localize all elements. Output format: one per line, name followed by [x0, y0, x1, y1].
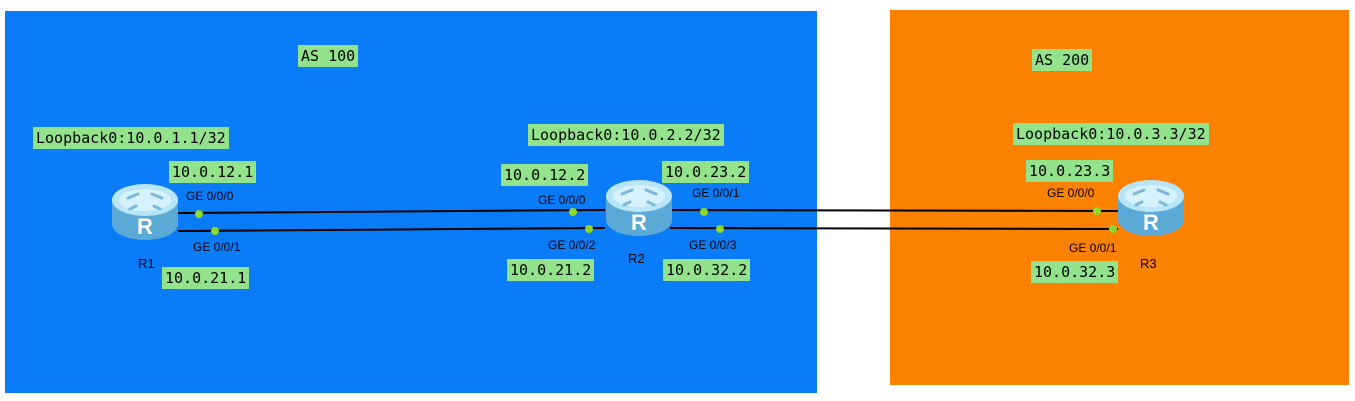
r1-ge000-ip: 10.0.12.1 [169, 161, 257, 183]
r2-name: R2 [628, 251, 645, 266]
r1-ge000-port: GE 0/0/0 [186, 189, 234, 203]
r3-ge000-ip: 10.0.23.3 [1026, 160, 1114, 182]
port-dot-r2-ge001[interactable] [700, 208, 708, 216]
r1-ge001-ip: 10.0.21.1 [162, 267, 250, 289]
link-r2-r3-upper [669, 209, 1119, 212]
router-r2[interactable]: R [604, 178, 674, 240]
port-dot-r2-ge002[interactable] [585, 225, 593, 233]
port-dot-r1-ge000[interactable] [195, 210, 203, 218]
router-r1[interactable]: R [110, 182, 180, 244]
r3-ge001-port: GE 0/0/1 [1069, 241, 1117, 255]
r1-loopback-label: Loopback0:10.0.1.1/32 [33, 127, 229, 149]
svg-text:R: R [631, 210, 647, 235]
r2-ge003-ip: 10.0.32.2 [663, 259, 751, 281]
r2-ge001-port: GE 0/0/1 [692, 186, 740, 200]
r2-ge002-port: GE 0/0/2 [548, 238, 596, 252]
r3-ge001-ip: 10.0.32.3 [1031, 261, 1119, 283]
r2-loopback-label: Loopback0:10.0.2.2/32 [528, 124, 724, 146]
router-icon: R [112, 184, 178, 240]
r2-ge003-port: GE 0/0/3 [689, 238, 737, 252]
r3-loopback-label: Loopback0:10.0.3.3/32 [1013, 123, 1209, 145]
router-icon: R [606, 180, 672, 236]
port-dot-r3-ge000[interactable] [1093, 207, 1101, 215]
port-dot-r1-ge001[interactable] [211, 227, 219, 235]
link-r1-r2-lower [177, 227, 606, 232]
r2-ge002-ip: 10.0.21.2 [507, 259, 595, 281]
r1-name: R1 [138, 256, 155, 271]
r3-ge000-port: GE 0/0/0 [1047, 186, 1095, 200]
svg-text:R: R [137, 214, 153, 239]
port-dot-r2-ge000[interactable] [569, 208, 577, 216]
as200-label: AS 200 [1032, 49, 1093, 71]
r3-name: R3 [1140, 256, 1157, 271]
port-dot-r2-ge003[interactable] [716, 225, 724, 233]
link-r2-r3-lower [669, 227, 1119, 230]
svg-text:R: R [1143, 210, 1159, 235]
router-icon: R [1118, 180, 1184, 236]
r1-ge001-port: GE 0/0/1 [193, 240, 241, 254]
router-r3[interactable]: R [1116, 178, 1186, 240]
r2-ge000-ip: 10.0.12.2 [501, 164, 589, 186]
port-dot-r3-ge001[interactable] [1109, 225, 1117, 233]
r2-ge001-ip: 10.0.23.2 [662, 161, 750, 183]
link-r1-r2-upper [177, 209, 606, 214]
r2-ge000-port: GE 0/0/0 [538, 193, 586, 207]
as100-label: AS 100 [298, 45, 359, 67]
